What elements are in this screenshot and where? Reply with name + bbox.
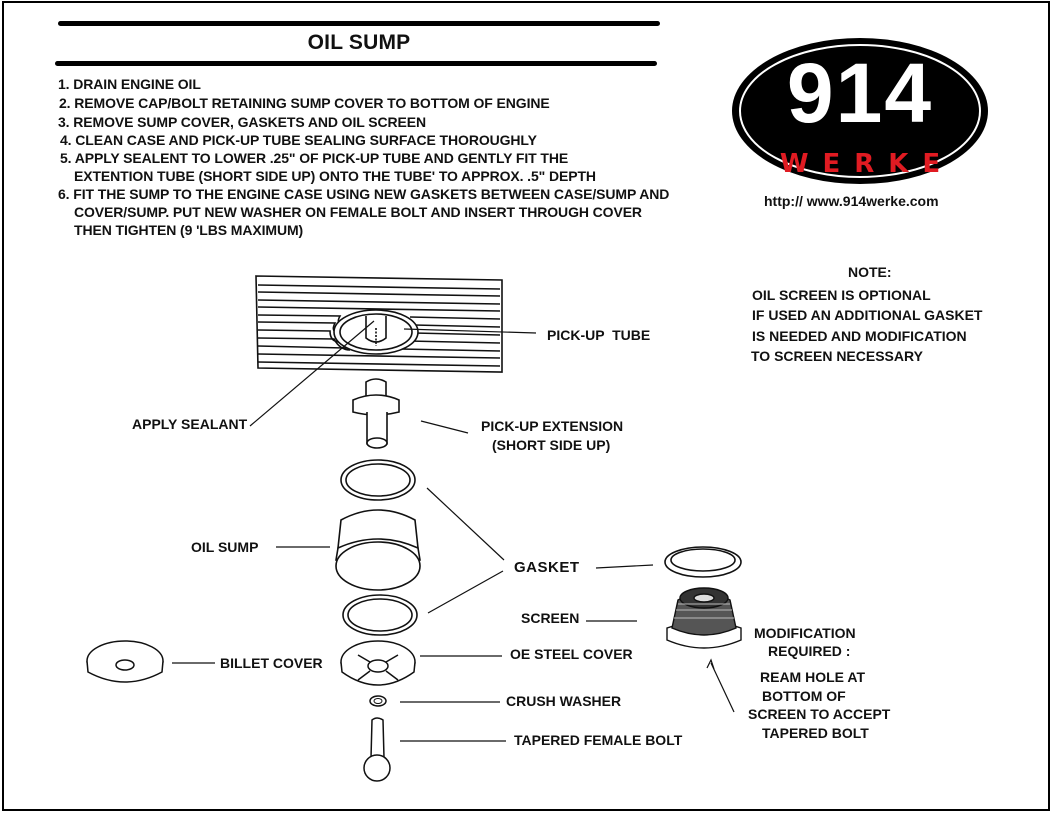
leader-lines	[172, 320, 735, 742]
oil-screen-part	[666, 587, 742, 649]
step-6: 6. FIT THE SUMP TO THE ENGINE CASE USING…	[58, 186, 670, 202]
note-line-2: IF USED AN ADDITIONAL GASKET	[752, 307, 983, 323]
step-6-continued-2: THEN TIGHTEN (9 'LBS MAXIMUM)	[74, 222, 304, 238]
tapered-bolt-part	[363, 717, 391, 782]
arrowhead-icon	[706, 658, 715, 670]
note-line-4: TO SCREEN NECESSARY	[751, 348, 923, 364]
modification-line-3: SCREEN TO ACCEPT	[748, 706, 891, 722]
note-line-1: OIL SCREEN IS OPTIONAL	[752, 287, 931, 303]
page-title: OIL SUMP	[307, 31, 411, 54]
label-pickup-extension-line2: (SHORT SIDE UP)	[492, 437, 611, 453]
billet-cover-part	[86, 640, 164, 683]
logo-oval-outer	[732, 38, 988, 184]
logo-oval-ring	[739, 44, 981, 178]
lower-gasket-part	[342, 594, 418, 636]
leader-gasket-upper	[426, 487, 505, 561]
modification-line-2: BOTTOM OF	[762, 688, 846, 704]
oe-steel-cover-part	[340, 640, 416, 686]
step-2: 2. REMOVE CAP/BOLT RETAINING SUMP COVER …	[59, 95, 550, 111]
leader-pickup-extension	[420, 420, 469, 434]
modification-line-1: REAM HOLE AT	[760, 669, 865, 685]
label-oil-sump: OIL SUMP	[191, 539, 259, 555]
logo-word: WERKE	[779, 149, 955, 179]
modification-heading: MODIFICATION	[754, 625, 856, 641]
logo-number: 914	[786, 46, 934, 140]
top-rule	[58, 21, 660, 26]
leader-gasket-lower	[427, 570, 504, 614]
upper-gasket-part	[340, 459, 416, 501]
step-5-continued: EXTENTION TUBE (SHORT SIDE UP) ONTO THE …	[74, 168, 596, 184]
label-pickup-extension-line1: PICK-UP EXTENSION	[481, 418, 624, 434]
914-werke-logo-oval	[732, 38, 988, 184]
leader-modification-arrow	[710, 662, 735, 713]
label-oe-steel-cover: OE STEEL COVER	[510, 646, 633, 662]
label-gasket: GASKET	[514, 559, 580, 576]
label-billet-cover: BILLET COVER	[220, 655, 323, 671]
step-1: 1. DRAIN ENGINE OIL	[58, 76, 201, 92]
modification-required: REQUIRED :	[768, 643, 851, 659]
label-pickup-tube: PICK-UP TUBE	[547, 327, 651, 343]
engine-case-pan	[255, 275, 503, 373]
crush-washer-part	[369, 695, 387, 707]
website-url[interactable]: http:// www.914werke.com	[764, 193, 939, 209]
note-heading: NOTE:	[848, 264, 892, 280]
label-apply-sealant: APPLY SEALANT	[132, 416, 248, 432]
leader-pickup-tube	[403, 328, 537, 334]
step-4: 4. CLEAN CASE AND PICK-UP TUBE SEALING S…	[60, 132, 537, 148]
title-underline	[55, 61, 657, 66]
oil-sump-part	[335, 509, 421, 591]
screen-gasket-part	[664, 546, 742, 578]
label-tapered-female-bolt: TAPERED FEMALE BOLT	[514, 732, 683, 748]
crush-washer-hole	[373, 698, 383, 704]
914-werke-logo: 914 WERKE	[732, 38, 988, 184]
step-5: 5. APPLY SEALENT TO LOWER .25" OF PICK-U…	[60, 150, 569, 166]
label-screen: SCREEN	[521, 610, 580, 626]
leader-gasket-right	[595, 564, 654, 569]
pickup-extension-part	[352, 378, 400, 449]
label-crush-washer: CRUSH WASHER	[506, 693, 622, 709]
leader-apply-sealant	[249, 320, 375, 427]
modification-line-4: TAPERED BOLT	[762, 725, 869, 741]
note-line-3: IS NEEDED AND MODIFICATION	[752, 328, 967, 344]
step-3: 3. REMOVE SUMP COVER, GASKETS AND OIL SC…	[58, 114, 426, 130]
step-6-continued-1: COVER/SUMP. PUT NEW WASHER ON FEMALE BOL…	[74, 204, 642, 220]
